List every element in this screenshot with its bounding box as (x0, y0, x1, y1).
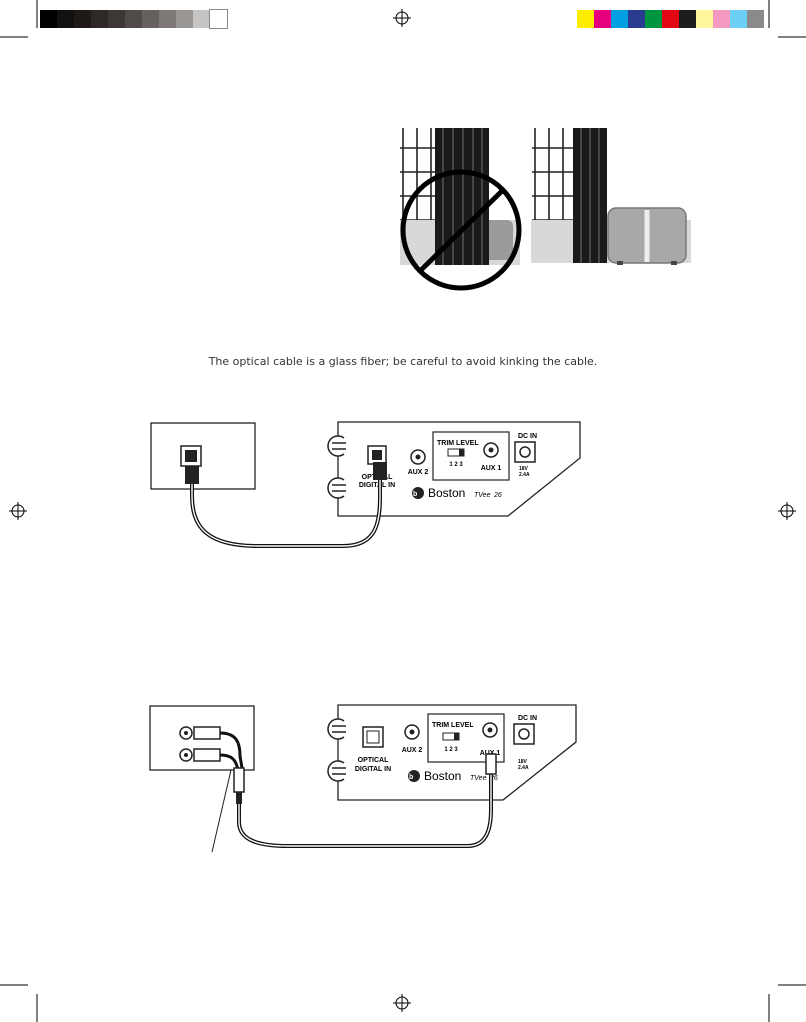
recommended-placement (531, 128, 691, 265)
brand-label: Boston (428, 486, 465, 500)
analog-connection-diagram: OPTICAL DIGITAL IN AUX 2 TRIM LEVEL 1 2 … (148, 700, 588, 860)
prohibited-placement (400, 128, 520, 288)
optical-caution-text: The optical cable is a glass fiber; be c… (0, 355, 806, 368)
mini-plug-icon (486, 754, 496, 774)
trim-level-label-b: TRIM LEVEL (432, 722, 474, 729)
svg-text:b: b (409, 774, 413, 781)
y-adapter-icon (234, 768, 244, 792)
trim-level-label: TRIM LEVEL (437, 440, 479, 447)
power-label-2b: 2.4A (518, 765, 529, 771)
dc-in-label-b: DC IN (518, 715, 537, 722)
model-label-b: TVee (470, 775, 487, 782)
svg-text:b: b (413, 491, 417, 498)
optical-plug-icon (185, 466, 199, 484)
tv-source-panel (151, 423, 255, 489)
rca-plug-icon (194, 727, 220, 739)
optical-plug-icon-2 (373, 462, 387, 480)
power-label-2: 2.4A (519, 472, 530, 478)
trim-numbers: 1 2 3 (449, 462, 463, 468)
brand-label-b: Boston (424, 769, 461, 783)
placement-illustration (395, 125, 695, 295)
model-label: TVee (474, 492, 491, 499)
callout-line (212, 770, 231, 852)
optical-connection-diagram: OPTICAL DIGITAL IN AUX 2 TRIM LEVEL 1 2 … (148, 418, 588, 553)
optical-label-2: DIGITAL IN (359, 482, 395, 489)
aux2-label: AUX 2 (408, 469, 429, 476)
dc-in-label: DC IN (518, 433, 537, 440)
trim-numbers-b: 1 2 3 (444, 747, 458, 753)
aux1-label: AUX 1 (481, 465, 502, 472)
model-number: 26 (493, 492, 502, 499)
aux2-label-b: AUX 2 (402, 747, 423, 754)
optical-label-2b: DIGITAL IN (355, 766, 391, 773)
optical-label-1b: OPTICAL (358, 757, 389, 764)
rca-plug-icon-2 (194, 749, 220, 761)
